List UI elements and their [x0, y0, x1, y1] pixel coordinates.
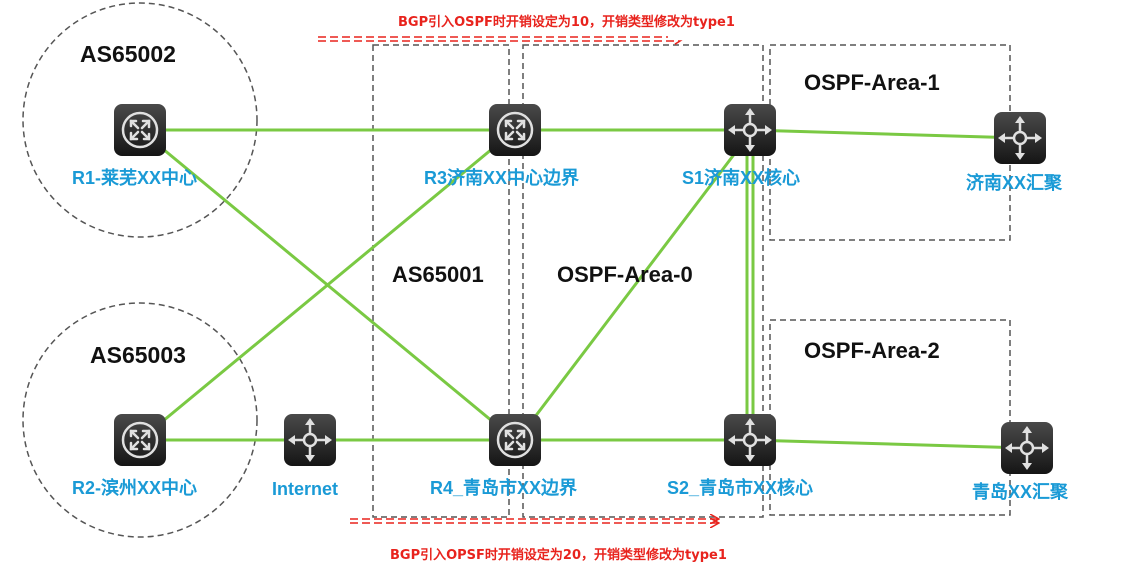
- ospf-area0-boundary: [522, 44, 764, 518]
- switch-icon: [992, 110, 1048, 166]
- router-icon: [487, 102, 543, 158]
- link-s1-jinan-agg: [748, 128, 1022, 140]
- ospf-area0-title: OSPF-Area-0: [557, 262, 693, 287]
- link-r4-s1: [523, 138, 747, 432]
- s2-label: S2_青岛市XX核心: [667, 477, 813, 498]
- r3-label: R3济南XX中心边界: [424, 167, 579, 188]
- switch-icon: [999, 420, 1055, 476]
- r2-label: R2-滨州XX中心: [72, 477, 197, 498]
- s1-label: S1济南XX核心: [682, 167, 800, 188]
- ospf-area1-title: OSPF-Area-1: [804, 70, 940, 95]
- top-annotation: BGP引入OSPF时开销设定为10，开销类型修改为type1: [398, 14, 735, 30]
- as65002-boundary: [22, 2, 258, 238]
- r1-label: R1-莱芜XX中心: [72, 167, 197, 188]
- as65003-boundary: [22, 302, 258, 538]
- as65003-title: AS65003: [90, 342, 186, 368]
- as65001-boundary: [372, 44, 510, 518]
- ospf-area2-title: OSPF-Area-2: [804, 338, 940, 363]
- r4-label: R4_青岛市XX边界: [430, 477, 577, 498]
- jinan-agg-label: 济南XX汇聚: [966, 172, 1063, 193]
- switch-icon: [722, 102, 778, 158]
- switch-icon: [282, 412, 338, 468]
- internet-label: Internet: [272, 479, 338, 499]
- link-s2-qingdao-agg: [748, 438, 1029, 450]
- top-annotation-arrow-b: [318, 40, 683, 47]
- bottom-annotation: BGP引入OPSF时开销设定为20，开销类型修改为type1: [390, 547, 727, 563]
- router-icon: [487, 412, 543, 468]
- as65001-title: AS65001: [392, 262, 484, 287]
- router-icon: [112, 102, 168, 158]
- as65002-title: AS65002: [80, 41, 176, 67]
- router-icon: [112, 412, 168, 468]
- qingdao-agg-label: 青岛XX汇聚: [972, 481, 1069, 502]
- switch-icon: [722, 412, 778, 468]
- link-r2-r3: [138, 128, 517, 442]
